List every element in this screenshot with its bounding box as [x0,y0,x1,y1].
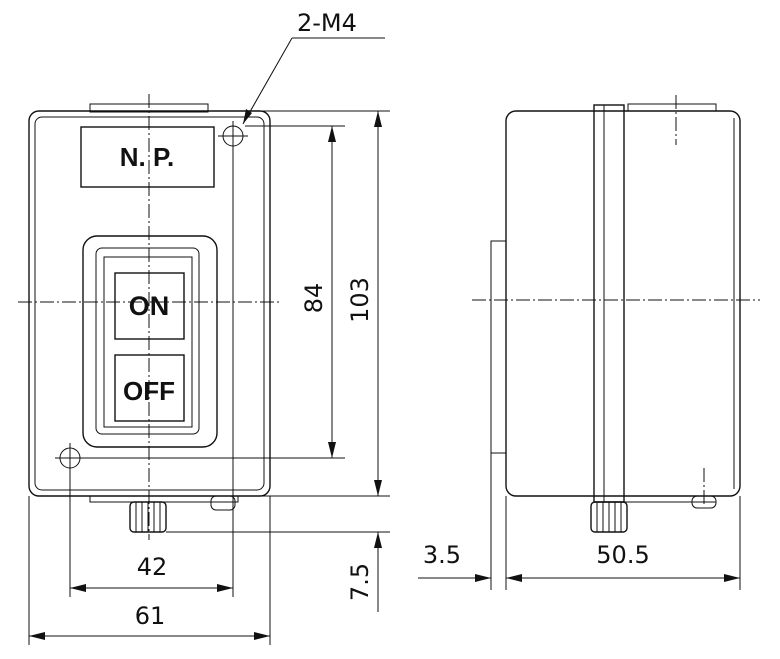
dim-103-label: 103 [346,277,374,323]
dim-42-label: 42 [137,553,168,581]
screw-head [210,495,236,511]
front-view: N. P. ON OFF [18,94,282,540]
mounting-hole-label: 2-M4 [297,9,357,37]
dim-7-5-label: 7.5 [346,563,374,601]
side-strap [593,104,625,503]
side-top-clip [627,103,717,112]
button-frame [103,256,193,428]
front-dimensions: 2-M4 84 103 7.5 42 61 [28,9,390,645]
dim-61-label: 61 [135,602,166,630]
button-housing [82,235,218,448]
side-dimensions: 3.5 50.5 [418,453,741,590]
side-view [472,95,760,533]
mounting-plate [490,240,507,454]
side-body-outline [505,110,741,497]
nameplate-text: N. P. [120,142,174,172]
dim-84-label: 84 [300,283,328,314]
nameplate [80,126,215,188]
button-housing-inner [95,247,200,435]
dim-50-5-label: 50.5 [596,541,649,569]
bottom-strip [89,495,239,503]
dim-3-5-label: 3.5 [423,541,461,569]
